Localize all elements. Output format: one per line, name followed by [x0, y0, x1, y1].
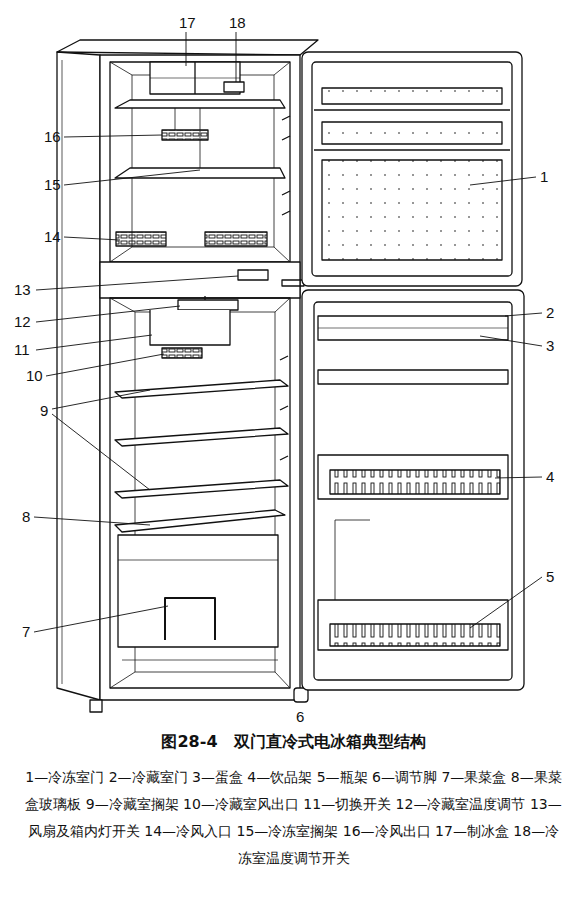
egg-box	[318, 316, 508, 340]
fan-light-switch	[238, 270, 268, 280]
callout-number: 9	[40, 402, 48, 420]
callout-number: 3	[546, 337, 554, 355]
foot	[90, 700, 102, 712]
freezer-shelf	[115, 100, 285, 108]
callout-number: 17	[179, 14, 196, 32]
figure-caption: 1—冷冻室门 2—冷藏室门 3—蛋盒 4—饮品架 5—瓶架 6—调节脚 7—果菜…	[22, 764, 565, 872]
selector-switch	[150, 310, 230, 345]
callout-number: 7	[22, 623, 30, 641]
bottle-rack	[318, 600, 508, 650]
callout-number: 4	[546, 468, 554, 486]
callout-number: 10	[26, 367, 43, 385]
callout-number: 13	[14, 281, 31, 299]
fridge-shelf	[115, 428, 288, 446]
fridge-door	[302, 290, 524, 690]
callout-number: 2	[546, 304, 554, 322]
fridge-air-outlet	[162, 348, 202, 358]
callout-number: 16	[44, 128, 61, 146]
callout-number: 1	[540, 168, 548, 186]
door-shelf	[318, 370, 508, 384]
callout-number: 6	[296, 708, 304, 726]
crisper-handle	[165, 598, 215, 640]
leader-lines	[34, 32, 542, 632]
callout-number: 18	[229, 14, 246, 32]
fridge-compartment	[110, 296, 290, 688]
callout-number: 15	[44, 176, 61, 194]
air-inlet	[205, 232, 267, 246]
fridge-shelf	[115, 380, 288, 398]
fridge-thermostat	[178, 300, 238, 310]
callout-number: 5	[546, 568, 554, 586]
callout-number: 11	[14, 341, 30, 359]
freezer-compartment	[110, 62, 290, 262]
freezer-thermostat	[224, 82, 244, 92]
air-inlet	[116, 232, 166, 246]
freezer-door	[302, 52, 522, 286]
crisper-box	[118, 535, 278, 647]
air-outlet	[162, 130, 208, 140]
callout-number: 12	[14, 313, 31, 331]
figure-title: 图28-4 双门直冷式电冰箱典型结构	[0, 732, 587, 753]
callout-number: 14	[44, 228, 61, 246]
crisper-glass	[115, 510, 285, 532]
callout-number: 8	[22, 508, 30, 526]
drink-rack	[318, 455, 508, 499]
cabinet	[57, 40, 318, 700]
